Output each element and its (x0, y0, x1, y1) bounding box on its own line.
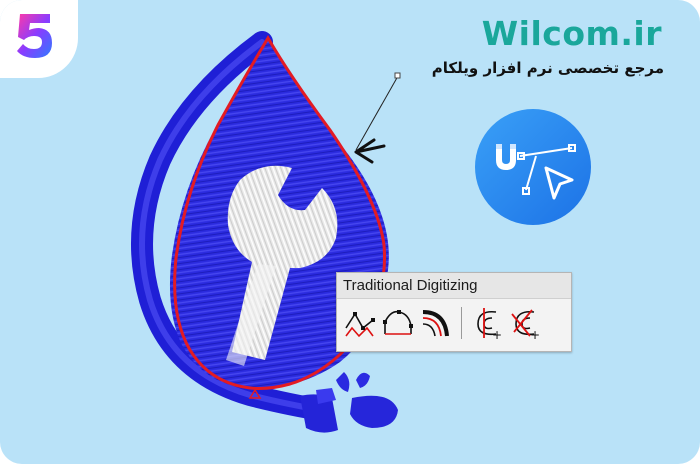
toolbar-separator (461, 307, 462, 339)
svg-text:+: + (530, 328, 540, 340)
toolbar-title: Traditional Digitizing (337, 273, 571, 299)
traditional-digitizing-toolbar: Traditional Digitizing (336, 272, 572, 352)
svg-text:+: + (492, 328, 502, 340)
wrench-shape (226, 165, 338, 366)
logo-badge (0, 0, 78, 78)
nozzle-shape (300, 372, 398, 433)
complex-fill-tool[interactable]: + (468, 304, 506, 342)
complex-fill-icon: + (477, 308, 502, 340)
complex-turning-tool[interactable]: + (506, 304, 544, 342)
digitizing-outline (173, 35, 386, 390)
input-a-tool[interactable] (341, 304, 379, 342)
input-a-icon (345, 312, 375, 338)
magnet-bezier-pointer-icon (475, 109, 591, 225)
input-b-tool[interactable] (379, 304, 417, 342)
brand-subtitle: مرجع تخصصی نرم افزار ویلکام (431, 59, 664, 77)
bezier-handle-point[interactable] (394, 72, 401, 79)
complex-turning-icon: + (511, 309, 540, 340)
input-c-tool[interactable] (417, 304, 455, 342)
start-node-marker (248, 388, 262, 399)
input-b-icon (383, 310, 413, 335)
pointer-arrow (354, 138, 386, 164)
toolbar-tools: + + (341, 303, 544, 343)
number-five-logo (17, 14, 52, 58)
input-c-icon (422, 310, 449, 337)
brand-title: Wilcom.ir (481, 14, 662, 53)
